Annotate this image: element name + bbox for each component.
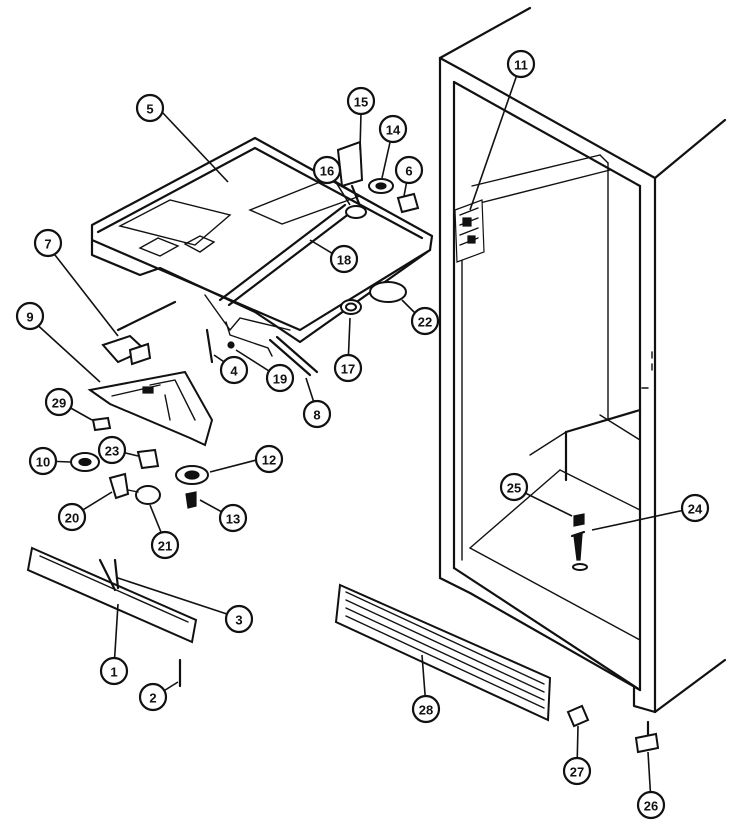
callout-25-label: 25 [507,481,521,496]
callout-7: 7 [33,228,63,258]
callout-14-label: 14 [386,123,401,138]
callout-16: 16 [312,155,342,185]
callout-3-label: 3 [235,613,242,628]
callout-20-label: 20 [65,511,79,526]
callout-10: 10 [28,446,58,476]
callout-13: 13 [218,503,248,533]
callout-19-label: 19 [273,372,287,387]
callout-12: 12 [254,444,284,474]
callout-26-label: 26 [644,799,658,814]
callout-4: 4 [219,355,249,385]
callout-18-label: 18 [337,253,351,268]
callout-9: 9 [15,301,45,331]
callout-5-label: 5 [146,102,153,117]
callout-27-label: 28 [419,703,433,718]
callout-2-label: 2 [149,691,156,706]
callout-22: 22 [410,306,440,336]
callout-11-label: 11 [514,58,528,73]
callout-16-label: 16 [320,164,334,179]
callout-1: 1 [99,656,129,686]
callout-23-label: 23 [105,444,119,459]
callout-5: 5 [135,93,165,123]
control-housing-drawing [70,300,214,509]
callout-18: 18 [329,244,359,274]
leader-lines [31,65,695,803]
callout-21: 21 [150,530,180,560]
callout-15: 15 [346,86,376,116]
callout-6-label: 6 [405,164,412,179]
callout-27: 28 [411,694,441,724]
callout-29: 29 [44,387,74,417]
callout-2: 2 [138,682,168,712]
callout-11: 11 [506,49,536,79]
grille-and-rail-drawing [26,546,660,754]
callout-13-label: 13 [226,512,240,527]
callout-21-label: 21 [158,539,172,554]
callout-8: 8 [302,399,332,429]
callout-28-label: 27 [570,765,584,780]
callout-12-label: 12 [262,453,276,468]
callout-4-label: 4 [230,364,238,379]
callout-19: 19 [265,363,295,393]
callout-17: 17 [333,353,363,383]
callout-9-label: 9 [26,310,33,325]
callout-14: 14 [378,114,408,144]
cabinet-drawing [438,6,727,714]
callout-7-label: 7 [44,237,51,252]
callout-17-label: 17 [341,362,355,377]
callout-6: 6 [394,155,424,185]
callout-8-label: 8 [313,408,320,423]
callout-26: 26 [636,790,666,820]
callout-15-label: 15 [354,95,368,110]
callout-22-label: 22 [418,315,432,330]
callout-1-label: 1 [110,665,117,680]
callout-25: 25 [499,472,529,502]
callout-23: 23 [97,435,127,465]
callout-28: 27 [562,756,592,786]
evaporator-cover-drawing [90,136,434,377]
callout-20: 20 [57,502,87,532]
callout-10-label: 10 [36,455,50,470]
callout-24-label: 24 [688,502,703,517]
callout-24: 24 [680,493,710,523]
callout-29-label: 29 [52,396,66,411]
callout-3: 3 [224,604,254,634]
